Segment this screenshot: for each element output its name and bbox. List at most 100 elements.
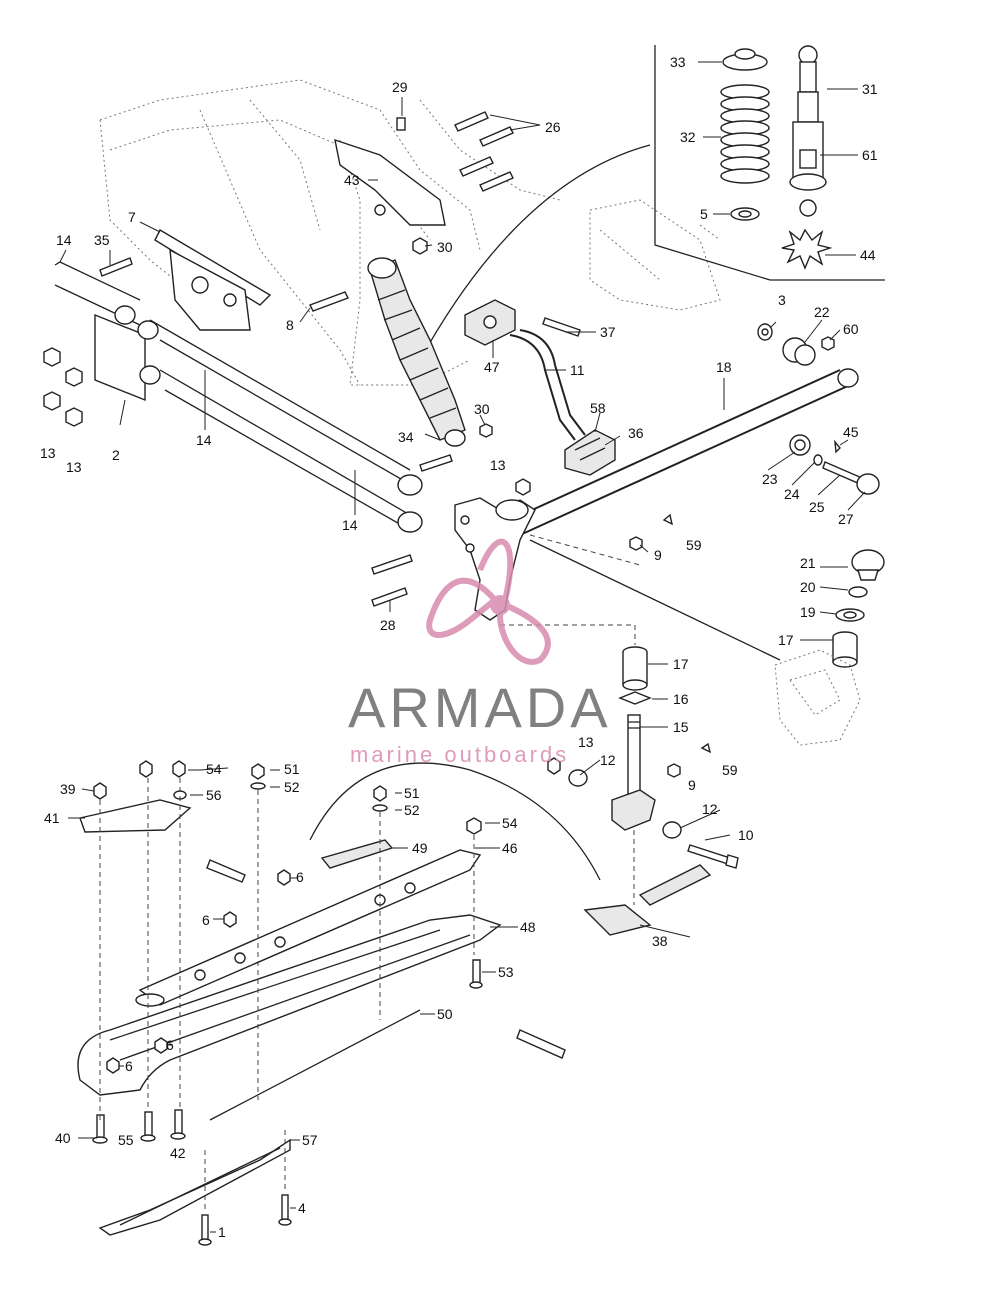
- callout-15: 15: [673, 719, 689, 735]
- callout-labels: 33 32 5 31 61 44 29 26 43 7 14 35 30 8 3…: [40, 54, 878, 1240]
- leader-lines: [59, 61, 866, 1233]
- callout-51a: 51: [284, 761, 300, 777]
- bolts-40-55-42: [92, 1109, 186, 1144]
- bolt-10: [687, 844, 739, 869]
- frame-bracket-right: [589, 199, 721, 311]
- callout-60: 60: [843, 321, 859, 337]
- callout-21: 21: [800, 555, 816, 571]
- callout-50: 50: [437, 1006, 453, 1022]
- clip-59-lower: [700, 742, 712, 754]
- bracket-7: [154, 229, 272, 331]
- callout-13c: 13: [490, 457, 506, 473]
- callout-54b: 54: [502, 815, 518, 831]
- callout-17a: 17: [673, 656, 689, 672]
- nuts-54: [139, 760, 482, 835]
- callout-39: 39: [60, 781, 76, 797]
- bushing-clamp-58-36: [564, 429, 616, 476]
- callout-41: 41: [44, 810, 60, 826]
- callout-25: 25: [809, 499, 825, 515]
- callout-14c: 14: [342, 517, 358, 533]
- nuts-6: [106, 869, 291, 1074]
- callout-35: 35: [94, 232, 110, 248]
- callout-17b: 17: [778, 632, 794, 648]
- callout-59a: 59: [686, 537, 702, 553]
- callout-2: 2: [112, 447, 120, 463]
- nut-30-upper: [412, 237, 428, 255]
- callout-6d: 6: [125, 1058, 133, 1074]
- bushings-12: [568, 769, 682, 839]
- bushing-17-center: [622, 646, 648, 691]
- logo-tagline: marine outboards: [350, 742, 569, 767]
- bolt-34: [419, 454, 453, 472]
- callout-23: 23: [762, 471, 778, 487]
- callout-27: 27: [838, 511, 854, 527]
- coil-spring-32: [720, 84, 770, 184]
- callout-13b: 13: [66, 459, 82, 475]
- callout-12a: 12: [600, 752, 616, 768]
- callout-55: 55: [118, 1132, 134, 1148]
- callout-33: 33: [670, 54, 686, 70]
- bushing-22: [782, 337, 816, 366]
- callout-11: 11: [570, 362, 585, 378]
- ski-reinforcement-46: [135, 849, 482, 1007]
- ski-48: [77, 914, 502, 1096]
- callout-52a: 52: [284, 779, 300, 795]
- callout-59b: 59: [722, 762, 738, 778]
- spring-cap-33: [722, 48, 768, 71]
- chassis-frame: [99, 79, 561, 386]
- bolt-25: [822, 461, 863, 485]
- wear-bar-50: [209, 1009, 421, 1121]
- callout-7: 7: [128, 209, 136, 225]
- bolts-26: [454, 111, 514, 192]
- callout-44: 44: [860, 247, 876, 263]
- callout-22: 22: [814, 304, 830, 320]
- callout-46: 46: [502, 840, 518, 856]
- bolt-35: [99, 257, 133, 277]
- callout-13a: 13: [40, 445, 56, 461]
- callout-56: 56: [206, 787, 222, 803]
- callout-34: 34: [398, 429, 414, 445]
- callout-5: 5: [700, 206, 708, 222]
- leader-shock-curve: [419, 144, 651, 361]
- bolt-29: [396, 117, 406, 131]
- callout-54a: 54: [206, 761, 222, 777]
- ski-plate-49: [320, 839, 394, 869]
- washer-16: [618, 691, 652, 705]
- callout-48: 48: [520, 919, 536, 935]
- callout-3: 3: [778, 292, 786, 308]
- logo-name: ARMADA: [348, 676, 612, 739]
- bolt-53: [469, 959, 483, 989]
- pad-38: [583, 864, 712, 936]
- callout-26: 26: [545, 119, 561, 135]
- callout-51b: 51: [404, 785, 420, 801]
- bushing-23: [789, 434, 811, 456]
- nut-30-lower: [479, 423, 493, 438]
- callout-8: 8: [286, 317, 294, 333]
- callout-6b: 6: [202, 912, 210, 928]
- screws-1-4: [198, 1194, 292, 1246]
- callout-47: 47: [484, 359, 500, 375]
- sway-bar-bracket-47: [464, 299, 516, 346]
- ski-assembly-dashes: [99, 778, 475, 1212]
- runner-57: [98, 1138, 291, 1236]
- callout-19: 19: [800, 604, 816, 620]
- callout-38: 38: [652, 933, 668, 949]
- nuts-13-left: [43, 347, 83, 427]
- callout-36: 36: [628, 425, 644, 441]
- ski-leg: [611, 789, 656, 831]
- callout-32: 32: [680, 129, 696, 145]
- callout-14b: 14: [196, 432, 212, 448]
- callout-43: 43: [344, 172, 360, 188]
- callout-45: 45: [843, 424, 859, 440]
- sway-bar-link-11: [509, 329, 586, 441]
- callout-40: 40: [55, 1130, 71, 1146]
- callout-14a: 14: [56, 232, 72, 248]
- callout-42: 42: [170, 1145, 186, 1161]
- callout-9a: 9: [654, 547, 662, 563]
- callout-52b: 52: [404, 802, 420, 818]
- callout-30a: 30: [437, 239, 453, 255]
- callout-13d: 13: [578, 734, 594, 750]
- callout-28: 28: [380, 617, 396, 633]
- callout-49: 49: [412, 840, 428, 856]
